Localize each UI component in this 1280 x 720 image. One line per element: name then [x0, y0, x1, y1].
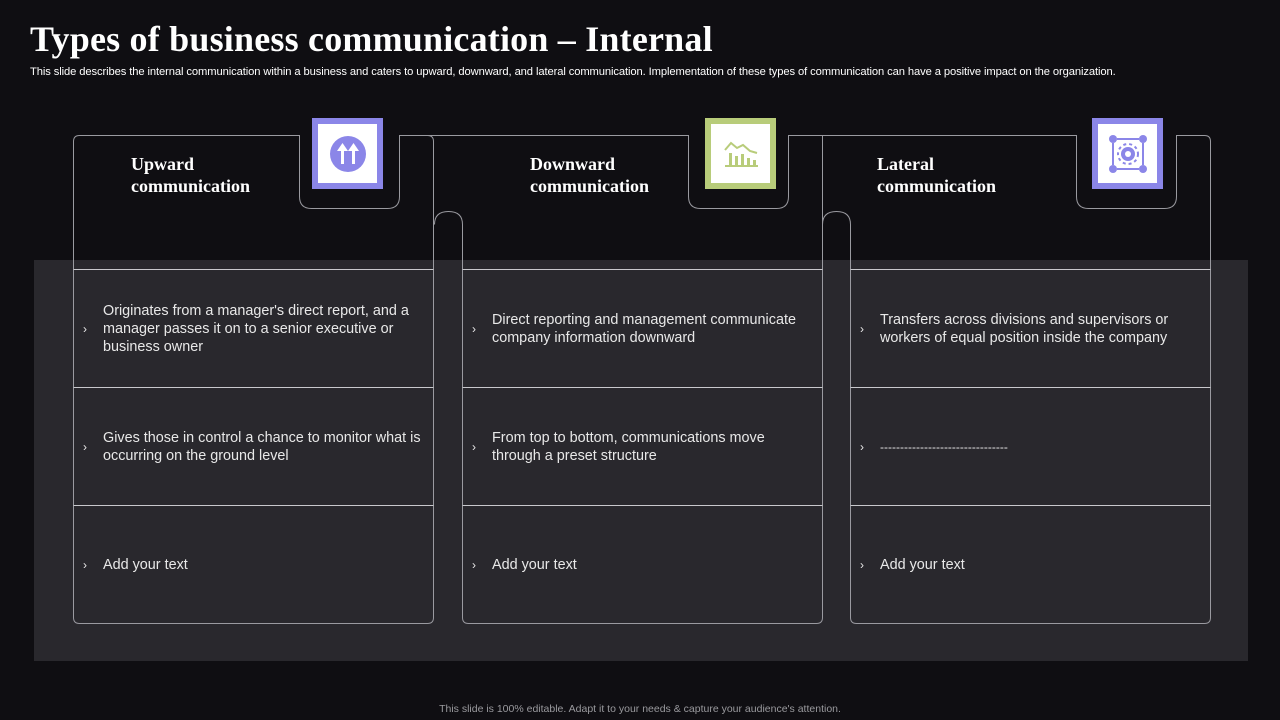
- lateral-item-3-text: Add your text: [880, 556, 965, 573]
- upward-item-3-text: Add your text: [103, 556, 188, 573]
- heading-upward: Upward communication: [131, 154, 250, 196]
- upward-item-1-text: Originates from a manager's direct repor…: [103, 302, 409, 355]
- upward-item-3: › Add your text: [74, 506, 433, 623]
- chevron-right-icon: ›: [472, 321, 476, 336]
- lateral-item-1: › Transfers across divisions and supervi…: [851, 270, 1210, 387]
- chevron-right-icon: ›: [83, 439, 87, 454]
- downward-item-1: › Direct reporting and management commun…: [463, 270, 822, 387]
- network-gear-icon: [1108, 134, 1147, 173]
- chevron-right-icon: ›: [860, 557, 864, 572]
- upward-item-2: › Gives those in control a chance to mon…: [74, 388, 433, 505]
- arrows-up-icon: [329, 135, 366, 172]
- slide-title: Types of business communication – Intern…: [30, 19, 713, 59]
- lateral-item-3: › Add your text: [851, 506, 1210, 623]
- downward-item-3-text: Add your text: [492, 556, 577, 573]
- chevron-right-icon: ›: [83, 557, 87, 572]
- lateral-item-1-text: Transfers across divisions and superviso…: [880, 311, 1169, 346]
- chevron-right-icon: ›: [860, 321, 864, 336]
- lateral-icon-frame: [1092, 118, 1163, 189]
- heading-downward: Downward communication: [530, 154, 649, 196]
- declining-chart-icon: [723, 141, 758, 167]
- downward-item-1-text: Direct reporting and management communic…: [492, 311, 796, 346]
- footer-note: This slide is 100% editable. Adapt it to…: [439, 703, 841, 715]
- downward-item-3: › Add your text: [463, 506, 822, 623]
- downward-icon-frame: [705, 118, 776, 189]
- upward-item-2-text: Gives those in control a chance to monit…: [103, 429, 421, 464]
- lateral-item-2-text: --------------------------------: [880, 439, 1008, 454]
- downward-item-2-text: From top to bottom, communications move …: [492, 429, 765, 464]
- lateral-item-2: › --------------------------------: [851, 388, 1210, 505]
- chevron-right-icon: ›: [860, 439, 864, 454]
- chevron-right-icon: ›: [83, 321, 87, 336]
- chevron-right-icon: ›: [472, 557, 476, 572]
- slide-subtitle: This slide describes the internal commun…: [30, 66, 1116, 78]
- heading-lateral: Lateral communication: [877, 154, 996, 196]
- chevron-right-icon: ›: [472, 439, 476, 454]
- upward-item-1: › Originates from a manager's direct rep…: [74, 270, 433, 387]
- upward-icon-frame: [312, 118, 383, 189]
- downward-item-2: › From top to bottom, communications mov…: [463, 388, 822, 505]
